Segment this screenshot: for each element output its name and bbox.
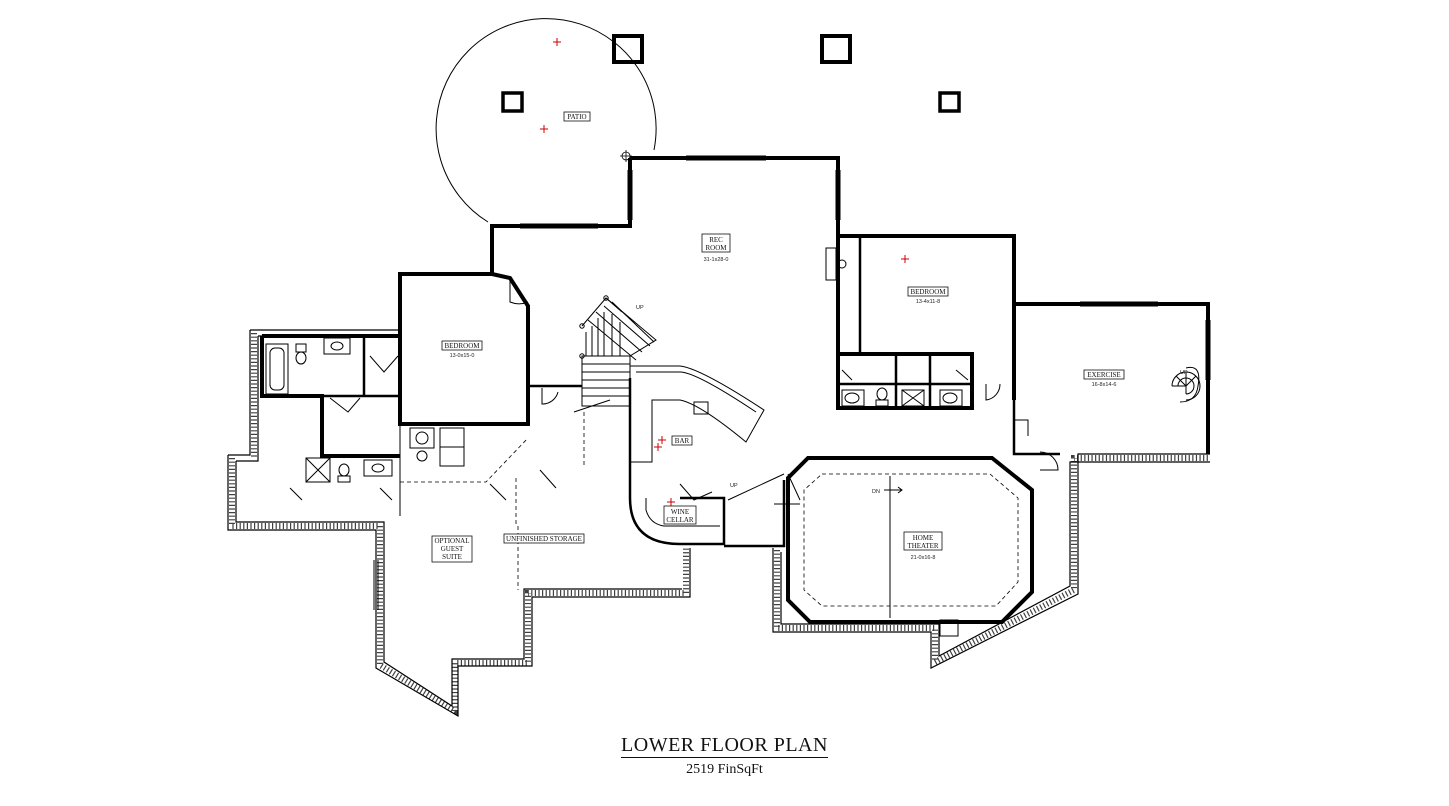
wine-cellar-label-2: CELLAR xyxy=(666,516,694,524)
bedroom-west-label: BEDROOM xyxy=(444,342,480,350)
sink-icon xyxy=(844,392,860,404)
guest-suite-label-2: GUEST xyxy=(441,545,464,553)
home-theater-dims: 21-0x16-8 xyxy=(911,555,936,561)
rec-room-label-1: REC xyxy=(709,236,723,244)
column-2 xyxy=(820,34,852,64)
unfinished-storage-label: UNFINISHED STORAGE xyxy=(506,535,582,543)
patio-area xyxy=(435,18,961,506)
home-theater-label-1: HOME xyxy=(913,534,934,542)
door-swings xyxy=(289,278,1059,501)
foundation-outline xyxy=(227,329,1210,718)
spiral-up-label: UP xyxy=(1180,370,1188,376)
bar-label: BAR xyxy=(675,437,690,445)
washer-icon xyxy=(409,427,435,449)
exterior-walls xyxy=(260,156,1210,458)
guest-suite-label-3: SUITE xyxy=(442,553,462,561)
wine-cellar-label-1: WINE xyxy=(671,508,689,516)
plumbing-fixtures xyxy=(265,247,963,483)
patio-label: PATIO xyxy=(567,113,586,121)
shower-icon xyxy=(305,457,331,483)
toilet-icon xyxy=(295,343,307,353)
room-labels: PATIO REC ROOM 31-1x28-0 BEDROOM 13-0x15… xyxy=(431,111,1188,563)
column-1 xyxy=(612,34,644,64)
toilet-icon xyxy=(338,463,350,477)
bedroom-east-label: BEDROOM xyxy=(910,288,946,296)
plan-title-text: LOWER FLOOR PLAN xyxy=(621,734,828,758)
toilet-icon xyxy=(876,387,888,401)
bedroom-west-dims: 13-0x15-0 xyxy=(450,353,475,359)
rec-room-dims: 31-1x28-0 xyxy=(704,257,729,263)
spiral-stair xyxy=(1171,366,1201,403)
exercise-label: EXERCISE xyxy=(1087,371,1120,379)
bathtub-icon xyxy=(265,343,289,395)
guest-suite-label-1: OPTIONAL xyxy=(435,537,470,545)
bar-counter xyxy=(628,365,765,546)
stair-up-label: UP xyxy=(636,305,644,311)
sink-icon xyxy=(323,337,351,355)
windows xyxy=(373,155,1211,610)
column-4 xyxy=(938,91,961,113)
shower-icon xyxy=(901,389,925,407)
staircase xyxy=(573,295,657,413)
theater-dn-label: DN xyxy=(872,489,880,495)
plan-title: LOWER FLOOR PLAN xyxy=(0,734,1449,758)
fireplace-icon xyxy=(825,247,837,281)
exercise-dims: 16-8x14-6 xyxy=(1092,382,1117,388)
sink-icon xyxy=(363,459,393,477)
home-theater-label-2: THEATER xyxy=(907,542,938,550)
column-3 xyxy=(501,91,524,113)
sink-icon xyxy=(942,392,958,404)
home-theater-room xyxy=(786,456,1034,637)
water-heater-icon xyxy=(416,450,428,462)
rec-room-label-2: ROOM xyxy=(705,244,727,252)
marker-crosses xyxy=(540,38,909,506)
plan-subtitle: 2519 FinSqFt xyxy=(686,762,763,777)
bedroom-east-dims: 13-4x11-8 xyxy=(916,299,940,305)
interior-walls xyxy=(399,354,1060,590)
stair-up-label-2: UP xyxy=(730,483,738,489)
